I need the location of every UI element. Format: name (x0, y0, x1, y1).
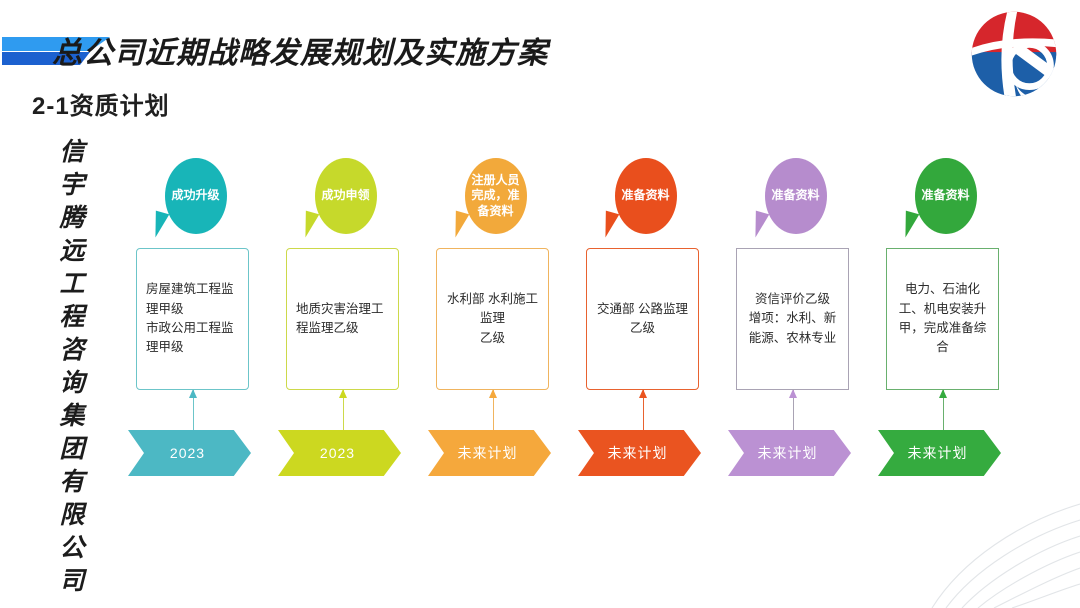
company-name-char: 信 (59, 138, 85, 166)
timeline-chevron[interactable]: 未来计划 (878, 430, 1001, 476)
logo-inner-ring (1004, 41, 1054, 90)
connector-arrowhead (788, 389, 797, 398)
company-name-char: 公 (59, 534, 85, 562)
connector-arrowhead (338, 389, 347, 398)
connector-arrowhead (938, 389, 947, 398)
qualification-box[interactable]: 资信评价乙级 增项：水利、新能源、农林专业 (736, 248, 849, 390)
timeline-chevron-label: 未来计划 (457, 445, 518, 461)
timeline-column: 成功升级房屋建筑工程监理甲级 市政公用工程监理甲级 2023 (128, 158, 278, 488)
timeline-chevron-label: 2023 (319, 445, 356, 461)
qualification-box-text: 电力、石油化工、机电安装升甲，完成准备综合 (898, 282, 987, 355)
page-title: 总公司近期战略发展规划及实施方案 (52, 37, 548, 70)
qualification-box[interactable]: 地质灾害治理工程监理乙级 (286, 248, 399, 390)
company-name-char: 远 (59, 237, 85, 265)
timeline-column: 注册人员完成，准备资料水利部 水利施工监理 乙级未来计划 (428, 158, 578, 488)
timeline-chevron-label: 未来计划 (757, 445, 818, 461)
company-name-char: 有 (59, 468, 85, 496)
connector-line (342, 390, 344, 436)
company-name-char: 询 (59, 369, 85, 397)
status-balloon[interactable]: 准备资料 (764, 158, 827, 234)
timeline-chevron[interactable]: 未来计划 (728, 430, 851, 476)
connector-arrowhead (488, 389, 497, 398)
status-balloon[interactable]: 准备资料 (614, 158, 677, 234)
connector-line (942, 390, 944, 436)
status-balloon-label: 成功申领 (321, 188, 370, 203)
timeline-column: 准备资料资信评价乙级 增项：水利、新能源、农林专业未来计划 (728, 158, 878, 488)
qualification-box[interactable]: 房屋建筑工程监理甲级 市政公用工程监理甲级 (136, 248, 249, 390)
connector-line (792, 390, 794, 436)
connector-line (192, 390, 194, 436)
timeline-chevron-label: 2023 (169, 445, 206, 461)
status-balloon[interactable]: 成功申领 (314, 158, 377, 234)
company-name-char: 程 (59, 303, 85, 331)
company-name-char: 司 (59, 567, 85, 595)
company-name-char: 团 (59, 435, 85, 463)
company-name-vertical: 信宇腾远工程咨询集团有限公司 (52, 136, 92, 598)
corner-contour-decoration (931, 503, 1080, 608)
timeline-chevron[interactable]: 未来计划 (578, 430, 701, 476)
status-balloon-label: 准备资料 (621, 188, 670, 203)
qualification-box[interactable]: 交通部 公路监理 乙级 (586, 248, 699, 390)
timeline-column: 成功申领地质灾害治理工程监理乙级 2023 (278, 158, 428, 488)
connector-line (642, 390, 644, 436)
status-balloon-label: 注册人员完成，准备资料 (471, 172, 520, 218)
connector-arrowhead (188, 389, 197, 398)
balloon-tail (748, 210, 770, 240)
status-balloon[interactable]: 准备资料 (914, 158, 977, 234)
timeline-chevron-label: 未来计划 (907, 445, 968, 461)
company-name-char: 宇 (59, 171, 85, 199)
balloon-tail (298, 210, 320, 240)
company-name-char: 集 (59, 402, 85, 430)
timeline-column: 准备资料交通部 公路监理 乙级未来计划 (578, 158, 728, 488)
status-balloon[interactable]: 注册人员完成，准备资料 (464, 158, 527, 234)
timeline-chevron[interactable]: 2023 (278, 430, 401, 476)
status-balloon-label: 成功升级 (171, 188, 220, 203)
status-balloon[interactable]: 成功升级 (164, 158, 227, 234)
accent-parallelogram-dark (2, 52, 90, 65)
status-balloon-label: 准备资料 (921, 188, 970, 203)
timeline-column: 准备资料电力、石油化工、机电安装升甲，完成准备综合未来计划 (878, 158, 1028, 488)
logo-diagonal (1015, 44, 1057, 81)
timeline-chevron[interactable]: 2023 (128, 430, 251, 476)
company-name-char: 腾 (59, 204, 85, 232)
company-name-char: 工 (59, 270, 85, 298)
connector-arrowhead (638, 389, 647, 398)
qualification-box-text: 交通部 公路监理 乙级 (597, 301, 688, 335)
qualification-box-text: 资信评价乙级 增项：水利、新能源、农林专业 (748, 291, 837, 345)
title-accent-bar (2, 37, 110, 65)
timeline-chevron[interactable]: 未来计划 (428, 430, 551, 476)
company-globe-logo (971, 11, 1057, 97)
balloon-tail (448, 210, 470, 240)
qualification-box-text: 房屋建筑工程监理甲级 市政公用工程监理甲级 (146, 282, 234, 355)
status-balloon-label: 准备资料 (771, 188, 820, 203)
timeline-chevron-label: 未来计划 (607, 445, 668, 461)
connector-line (492, 390, 494, 436)
company-name-char: 咨 (59, 336, 85, 364)
balloon-tail (148, 210, 170, 240)
balloon-tail (898, 210, 920, 240)
qualification-box[interactable]: 电力、石油化工、机电安装升甲，完成准备综合 (886, 248, 999, 390)
company-name-char: 限 (59, 501, 85, 529)
balloon-tail (598, 210, 620, 240)
accent-parallelogram-light (2, 37, 110, 51)
qualification-box-text: 水利部 水利施工监理 乙级 (447, 291, 538, 345)
qualification-box[interactable]: 水利部 水利施工监理 乙级 (436, 248, 549, 390)
page-subtitle: 2-1资质计划 (32, 93, 170, 120)
qualification-box-text: 地质灾害治理工程监理乙级 (296, 301, 384, 335)
